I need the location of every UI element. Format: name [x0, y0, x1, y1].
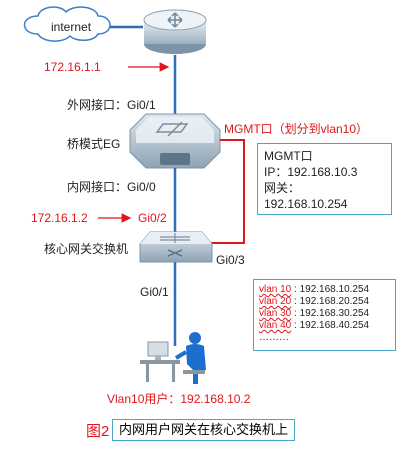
eg-wan-port-label: 外网接口：Gi0/1 [67, 98, 156, 112]
internet-cloud [23, 6, 111, 42]
core-switch-icon [139, 231, 213, 263]
mgmt-info-title: MGMT口 [264, 149, 313, 163]
figure-caption: 内网用户网关在核心交换机上 [112, 419, 296, 441]
vlan-name: vlan 40 [259, 320, 292, 331]
user-workstation-icon [140, 332, 206, 384]
link-mgmt [207, 139, 245, 244]
internet-label: internet [51, 20, 92, 34]
switch-port-gi0-3: Gi0/3 [216, 253, 245, 267]
mgmt-info-gateway-label: 网关： [264, 181, 301, 195]
vlan-gateway: 192.168.40.254 [299, 320, 370, 331]
figure-number: 图2 [86, 423, 110, 440]
switch-port-gi0-2: Gi0/2 [138, 211, 167, 225]
switch-port-gi0-1: Gi0/1 [140, 285, 169, 299]
vlan-gateway: 192.168.30.254 [299, 308, 370, 319]
vlan-name: vlan 20 [259, 296, 292, 307]
eg-mgmt-port-label: MGMT口（划分到vlan10） [224, 122, 369, 136]
vlan-ellipsis: ……… [259, 332, 289, 343]
vlan-name: vlan 10 [259, 284, 292, 295]
vlan-gateway: 192.168.10.254 [299, 284, 370, 295]
router-icon [143, 9, 207, 54]
vlan-row: vlan 30 : 192.168.30.254 [259, 308, 370, 319]
switch-ip-label: 172.16.1.2 [31, 211, 88, 225]
mgmt-info-gateway: 192.168.10.254 [264, 197, 348, 211]
vlan-list-box: vlan 10 : 192.168.10.254 vlan 20 : 192.1… [253, 279, 396, 351]
user-label: Vlan10用户：192.168.10.2 [107, 392, 251, 406]
router-ip-label: 172.16.1.1 [44, 60, 101, 74]
eg-lan-port-label: 内网接口：Gi0/0 [67, 180, 156, 194]
vlan-row: vlan 10 : 192.168.10.254 [259, 284, 370, 295]
mgmt-info-box: MGMT口 IP：192.168.10.3 网关： 192.168.10.254 [257, 143, 392, 215]
vlan-row: vlan 20 : 192.168.20.254 [259, 296, 370, 307]
mgmt-info-ip: IP：192.168.10.3 [264, 165, 358, 179]
eg-gateway-icon [129, 113, 221, 169]
core-switch-name: 核心网关交换机 [44, 242, 129, 256]
vlan-name: vlan 30 [259, 308, 292, 319]
vlan-gateway: 192.168.20.254 [299, 296, 370, 307]
vlan-row: vlan 40 : 192.168.40.254 [259, 320, 370, 331]
eg-mode-label: 桥模式EG [67, 137, 121, 151]
